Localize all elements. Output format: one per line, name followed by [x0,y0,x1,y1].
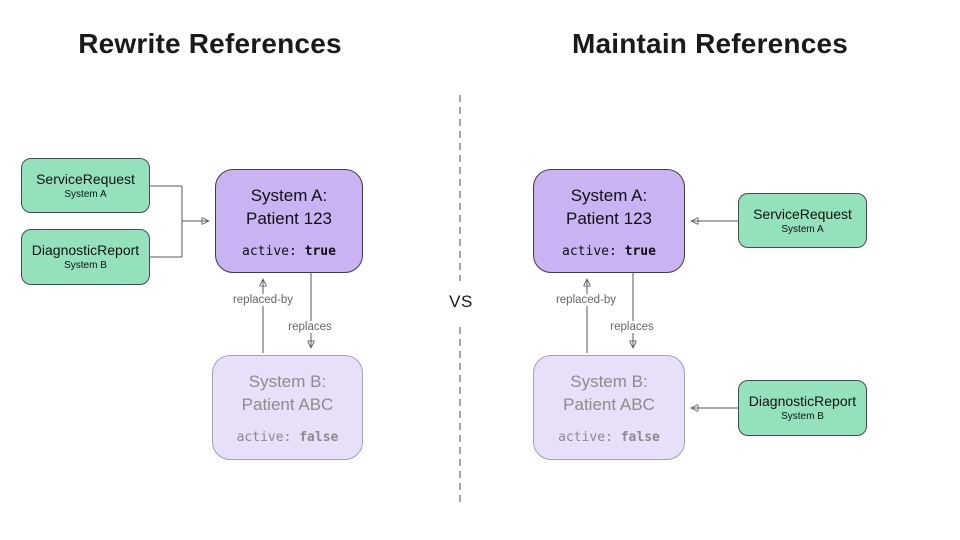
system-title-line2: Patient ABC [563,395,655,414]
system-title-line1: System A: [570,185,648,205]
active-key: active: [242,243,297,259]
active-value: true [624,243,656,259]
system-b-box-right: System B: Patient ABC active: false [533,355,685,460]
system-title: System A: Patient 123 [246,184,332,230]
system-title: System B: Patient ABC [242,370,334,416]
system-title-line1: System B: [248,372,327,391]
replaced-by-label-left: replaced-by [229,294,297,306]
active-status: active: false [558,430,660,445]
resource-system: System A [781,223,824,235]
system-title: System A: Patient 123 [566,184,652,230]
active-status: active: false [237,430,339,445]
system-title-line2: Patient ABC [241,395,334,414]
replaces-label-right: replaces [607,321,657,333]
diagnosticreport-box-left: DiagnosticReport System B [21,229,150,285]
system-title-line1: System B: [570,372,648,391]
system-title-line1: System A: [250,185,328,205]
active-status: active: true [562,244,656,259]
resource-name: DiagnosticReport [748,393,857,409]
resource-name: ServiceRequest [753,205,852,222]
resource-name: ServiceRequest [36,170,135,187]
active-key: active: [236,430,292,445]
system-title-line2: Patient 123 [565,208,652,228]
resource-system: System B [781,411,824,422]
system-title-line2: Patient 123 [245,208,332,228]
vs-label: VS [445,290,477,314]
resource-system: System B [64,260,107,271]
resource-system: System A [64,188,107,200]
replaces-label-left: replaces [285,321,335,333]
active-value: false [299,430,339,445]
resource-name: DiagnosticReport [31,242,140,258]
servicerequest-box-left: ServiceRequest System A [21,158,150,213]
merge-connector-left [150,185,183,258]
active-key: active: [562,243,617,259]
system-title: System B: Patient ABC [563,370,655,416]
system-b-box-left: System B: Patient ABC active: false [212,355,363,460]
active-status: active: true [242,244,336,259]
active-value: true [304,243,336,259]
active-key: active: [558,430,613,445]
active-value: false [620,430,660,445]
system-a-box-right: System A: Patient 123 active: true [533,169,685,273]
system-a-box-left: System A: Patient 123 active: true [215,169,363,273]
servicerequest-box-right: ServiceRequest System A [738,193,867,248]
right-panel-title: Maintain References [571,28,849,59]
replaced-by-label-right: replaced-by [552,294,620,306]
left-panel-title: Rewrite References [78,28,342,59]
diagnosticreport-box-right: DiagnosticReport System B [738,380,867,436]
